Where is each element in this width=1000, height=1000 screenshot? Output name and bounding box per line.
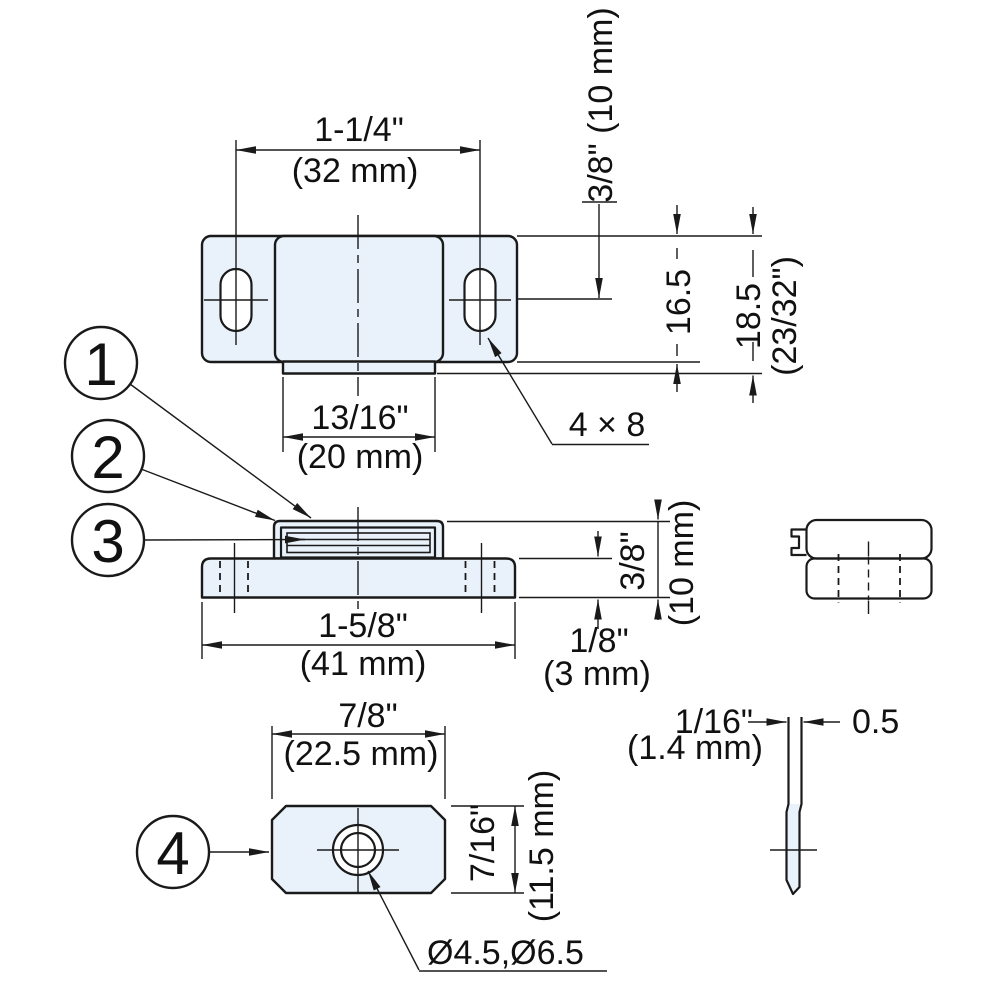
dim-plate-width: 7/8" (22.5 mm) [272,697,445,773]
top-view-lip [281,360,437,375]
balloon-3-circle [70,502,146,578]
dim-text-plate-width-in: 7/8" [338,697,397,735]
callout-text-slot-size: 4 × 8 [569,406,646,444]
leader-slot-size [487,337,553,445]
side-view-extension-lines [201,520,670,659]
balloon-1-circle [63,325,139,401]
dim-text-slot-offset: 3/8" (10 mm) [582,7,620,202]
dim-base-thickness: 1/8" (3 mm) [543,531,651,693]
dim-text-height-in: 3/8" [614,531,652,590]
plate-edge-outline [785,717,803,896]
dim-base-length: 1-5/8" (41 mm) [202,607,515,683]
dim-text-total-height-in: (23/32") [766,256,804,376]
end-view-spring-clip [790,528,807,557]
dim-text-lip-width-mm: (20 mm) [297,438,424,476]
dim-lip-width: 13/16" (20 mm) [283,399,435,476]
leader-balloon-1 [129,383,312,519]
dim-text-plate-height-mm: (11.5 mm) [523,770,561,922]
dim-overall-height: 3/8" (10 mm) [614,499,701,627]
plate-edge-view: 1/16" (1.4 mm) 0.5 [627,703,899,896]
top-view [200,140,519,396]
callout-hole-diameter: Ø4.5,Ø6.5 [367,870,607,972]
dim-text-thickness-mm: (1.4 mm) [627,729,763,767]
callout-text-hole-diameter: Ø4.5,Ø6.5 [427,934,584,972]
balloon-3-number: 3 [91,508,124,575]
balloon-4-number: 4 [156,820,189,887]
dim-text-base-length-in: 1-5/8" [318,607,408,645]
dim-body-height: 16.5 [660,205,698,392]
strike-plate-view [270,726,524,895]
top-view-magnet-housing [273,234,445,364]
side-view [200,507,517,613]
dim-text-body-height: 16.5 [660,269,698,335]
callout-slot-size: 4 × 8 [487,337,649,446]
dim-text-lip-width-in: 13/16" [311,399,408,437]
dim-slot-offset: 3/8" (10 mm) [582,7,620,298]
dim-text-slot-pitch-mm: (32 mm) [292,152,419,190]
plate-edge-lower-fill [786,804,802,894]
end-view [790,518,933,614]
dim-total-height: 18.5 (23/32") [730,207,804,403]
balloon-2-number: 2 [91,424,124,491]
balloon-1-number: 1 [84,331,117,398]
dim-slot-pitch: 1-1/4" (32 mm) [236,111,480,190]
balloon-2-circle [70,418,146,494]
leader-balloon-2 [140,468,276,522]
dim-text-base-in: 1/8" [569,622,628,660]
dim-text-offset: 0.5 [852,703,899,741]
dim-text-height-mm: (10 mm) [663,500,701,627]
dim-text-thickness-in: 1/16" [675,703,753,741]
dim-plate-height: 7/16" (11.5 mm) [464,770,561,922]
leader-hole-diameter [367,870,420,971]
balloon-callouts: 1 2 3 4 [63,325,312,890]
dim-text-slot-pitch-in: 1-1/4" [314,111,404,149]
dim-text-base-mm: (3 mm) [543,655,651,693]
balloon-4-circle [135,814,211,890]
dim-text-total-height: 18.5 [730,283,768,349]
dim-text-plate-height-in: 7/16" [464,804,502,882]
leader-balloon-3 [143,535,306,544]
dim-text-plate-width-mm: (22.5 mm) [284,735,439,773]
dim-text-base-length-mm: (41 mm) [300,645,427,683]
